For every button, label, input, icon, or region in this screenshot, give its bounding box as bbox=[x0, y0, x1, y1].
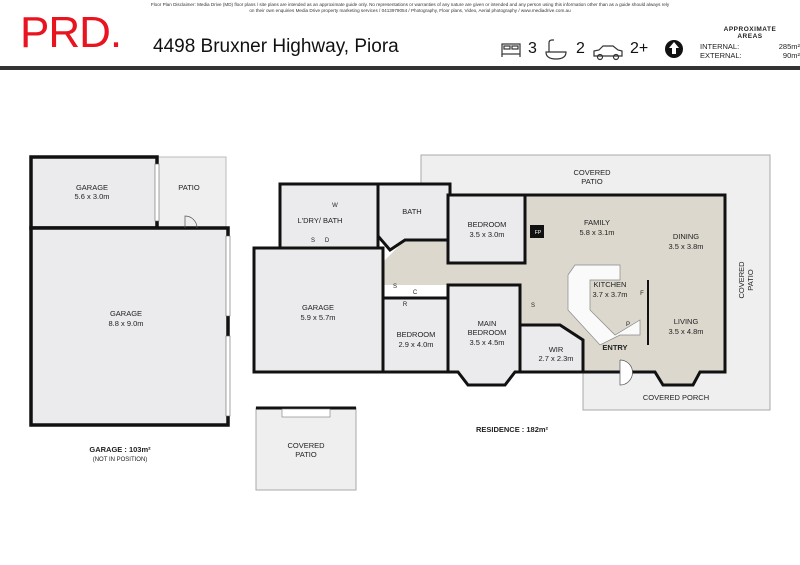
room-size: 5.6 x 3.0m bbox=[74, 192, 109, 201]
areas-heading: APPROXIMATE bbox=[723, 26, 777, 33]
patio-area bbox=[156, 156, 227, 228]
room-label: MAIN bbox=[478, 319, 497, 328]
bbq-bench bbox=[281, 408, 331, 418]
disclaimer-label: Floor Plan Disclaimer: bbox=[150, 2, 196, 7]
floor-plan-disclaimer: Floor Plan Disclaimer: Media Drive (MD) … bbox=[150, 2, 670, 14]
room-label: COVERED bbox=[737, 261, 746, 299]
room-size: 2.7 x 2.3m bbox=[538, 354, 573, 363]
garage-door bbox=[154, 163, 160, 222]
room-label: KITCHEN bbox=[594, 280, 627, 289]
room-label: GARAGE bbox=[76, 183, 108, 192]
room-label: COVERED bbox=[287, 441, 325, 450]
fixture-washer: W bbox=[332, 203, 338, 209]
room-label: GARAGE bbox=[110, 309, 142, 318]
room-size: 8.8 x 9.0m bbox=[108, 319, 143, 328]
internal-label: INTERNAL: bbox=[700, 42, 740, 51]
garage-total-area: GARAGE : 103m² bbox=[89, 445, 151, 454]
room-label: BEDROOM bbox=[468, 220, 507, 229]
wir-room bbox=[518, 323, 585, 374]
room-label: PATIO bbox=[746, 269, 755, 291]
room-label: ENTRY bbox=[602, 343, 627, 352]
garage-door bbox=[225, 235, 231, 317]
fixture-fridge: F bbox=[640, 291, 644, 297]
covered-patio-detached bbox=[255, 407, 357, 491]
external-area: 90m² bbox=[782, 51, 800, 60]
room-label: BEDROOM bbox=[397, 330, 436, 339]
room-size: 2.9 x 4.0m bbox=[398, 340, 433, 349]
disclaimer-text: Media Drive (MD) floor plans / site plan… bbox=[197, 2, 670, 13]
north-arrow-icon bbox=[665, 40, 683, 58]
garage-door bbox=[225, 335, 231, 417]
room-label: WIR bbox=[549, 345, 564, 354]
approximate-areas: APPROXIMATE AREAS INTERNAL: 285m² EXTERN… bbox=[700, 26, 800, 60]
room-label: DINING bbox=[673, 232, 699, 241]
room-size: 5.8 x 3.1m bbox=[579, 228, 614, 237]
room-size: 3.5 x 4.5m bbox=[469, 338, 504, 347]
fixture-storage: S bbox=[531, 303, 535, 309]
fixture-storage: S bbox=[393, 284, 397, 290]
room-size: 3.5 x 3.8m bbox=[668, 242, 703, 251]
room-label: LIVING bbox=[674, 317, 699, 326]
property-address: 4498 Bruxner Highway, Piora bbox=[153, 36, 399, 57]
room-label: L'DRY/ BATH bbox=[298, 216, 343, 225]
fixture-dryer: D bbox=[325, 238, 330, 244]
room-label: PATIO bbox=[581, 177, 603, 186]
laundry-room bbox=[278, 182, 380, 250]
room-size: 3.5 x 3.0m bbox=[469, 230, 504, 239]
garage-note: (NOT IN POSITION) bbox=[93, 457, 148, 463]
exterior-wall bbox=[525, 193, 727, 387]
prd-logo: PRD. bbox=[20, 8, 122, 57]
room-label: COVERED PORCH bbox=[643, 393, 709, 402]
entry-door[interactable] bbox=[619, 359, 633, 386]
external-label: EXTERNAL: bbox=[700, 51, 742, 60]
room-label: BATH bbox=[402, 207, 421, 216]
residence-total-area: RESIDENCE : 182m² bbox=[476, 425, 549, 434]
fixture-cupboard: C bbox=[413, 290, 418, 296]
fixture-fireplace: FP bbox=[535, 230, 542, 236]
large-garage-room bbox=[29, 226, 230, 427]
bath-icon bbox=[545, 39, 567, 60]
fireplace bbox=[530, 225, 544, 238]
room-label: PATIO bbox=[295, 450, 317, 459]
bed-icon bbox=[501, 43, 521, 57]
fixture-shower: S bbox=[311, 238, 315, 244]
bedroom-1-room bbox=[446, 193, 527, 265]
bathroom-count: 2 bbox=[576, 40, 585, 57]
bath-room bbox=[376, 182, 452, 252]
header-divider bbox=[0, 66, 800, 70]
room-size: 5.9 x 5.7m bbox=[300, 313, 335, 322]
room-size: 3.5 x 4.8m bbox=[668, 327, 703, 336]
bedroom-2-room bbox=[381, 296, 450, 374]
internal-area: 285m² bbox=[778, 42, 800, 51]
room-size: 3.7 x 3.7m bbox=[592, 290, 627, 299]
fixture-pantry: P bbox=[626, 322, 630, 328]
room-label: GARAGE bbox=[302, 303, 334, 312]
bedroom-count: 3 bbox=[528, 40, 537, 57]
fixture-robe: R bbox=[403, 302, 408, 308]
room-label: COVERED bbox=[573, 168, 611, 177]
parking-count: 2+ bbox=[630, 40, 649, 57]
main-bedroom-room bbox=[446, 283, 522, 387]
areas-heading-2: AREAS bbox=[737, 33, 763, 40]
stat-icons bbox=[501, 39, 683, 61]
kitchen-bench bbox=[567, 264, 641, 346]
room-label: FAMILY bbox=[584, 218, 610, 227]
car-icon bbox=[593, 45, 623, 61]
room-label: PATIO bbox=[178, 183, 200, 192]
room-label: BEDROOM bbox=[468, 328, 507, 337]
door-swing bbox=[184, 215, 198, 229]
